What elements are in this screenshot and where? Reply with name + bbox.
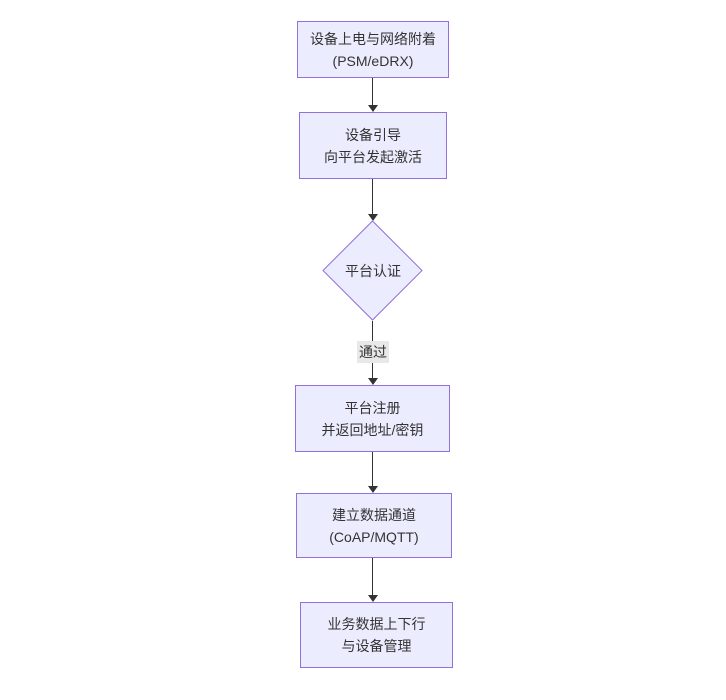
node-label-line: 设备引导	[345, 126, 401, 143]
node-label-line: 与设备管理	[341, 638, 412, 654]
node-label-line: 并返回地址/密钥	[321, 421, 424, 438]
node-register: 平台注册 并返回地址/密钥	[295, 385, 450, 452]
arrow-shaft	[372, 179, 373, 215]
arrow-head-icon	[368, 486, 378, 493]
node-bootstrap: 设备引导 向平台发起激活	[299, 112, 447, 179]
arrow-head-icon	[368, 105, 378, 112]
node-label-line: 平台注册	[344, 399, 401, 416]
node-power-attach: 设备上电与网络附着 (PSM/eDRX)	[297, 21, 449, 78]
arrow-head-icon	[368, 214, 378, 221]
flow-arrow-1	[368, 78, 378, 112]
node-label-line: 向平台发起激活	[324, 148, 422, 165]
node-data-channel: 建立数据通道 (CoAP/MQTT)	[296, 493, 452, 558]
arrow-head-icon	[368, 378, 378, 385]
node-label-line: 设备上电与网络附着	[310, 30, 436, 47]
arrow-head-icon	[368, 595, 378, 602]
flow-arrow-2	[368, 179, 378, 221]
edge-label-pass: 通过	[357, 341, 389, 363]
node-label-line: 建立数据通道	[332, 506, 416, 523]
decision-platform-auth: 平台认证	[322, 220, 423, 321]
arrow-shaft	[372, 452, 373, 487]
flow-arrow-4	[368, 452, 378, 493]
node-label-line: 业务数据上下行	[327, 616, 426, 632]
flow-arrow-5	[368, 558, 378, 602]
node-label-line: (PSM/eDRX)	[332, 52, 414, 69]
node-label-line: (CoAP/MQTT)	[329, 528, 419, 545]
decision-label: 平台认证	[345, 263, 401, 279]
arrow-shaft	[372, 558, 373, 596]
arrow-shaft	[372, 78, 373, 106]
node-business-data: 业务数据上下行 与设备管理	[300, 602, 453, 668]
